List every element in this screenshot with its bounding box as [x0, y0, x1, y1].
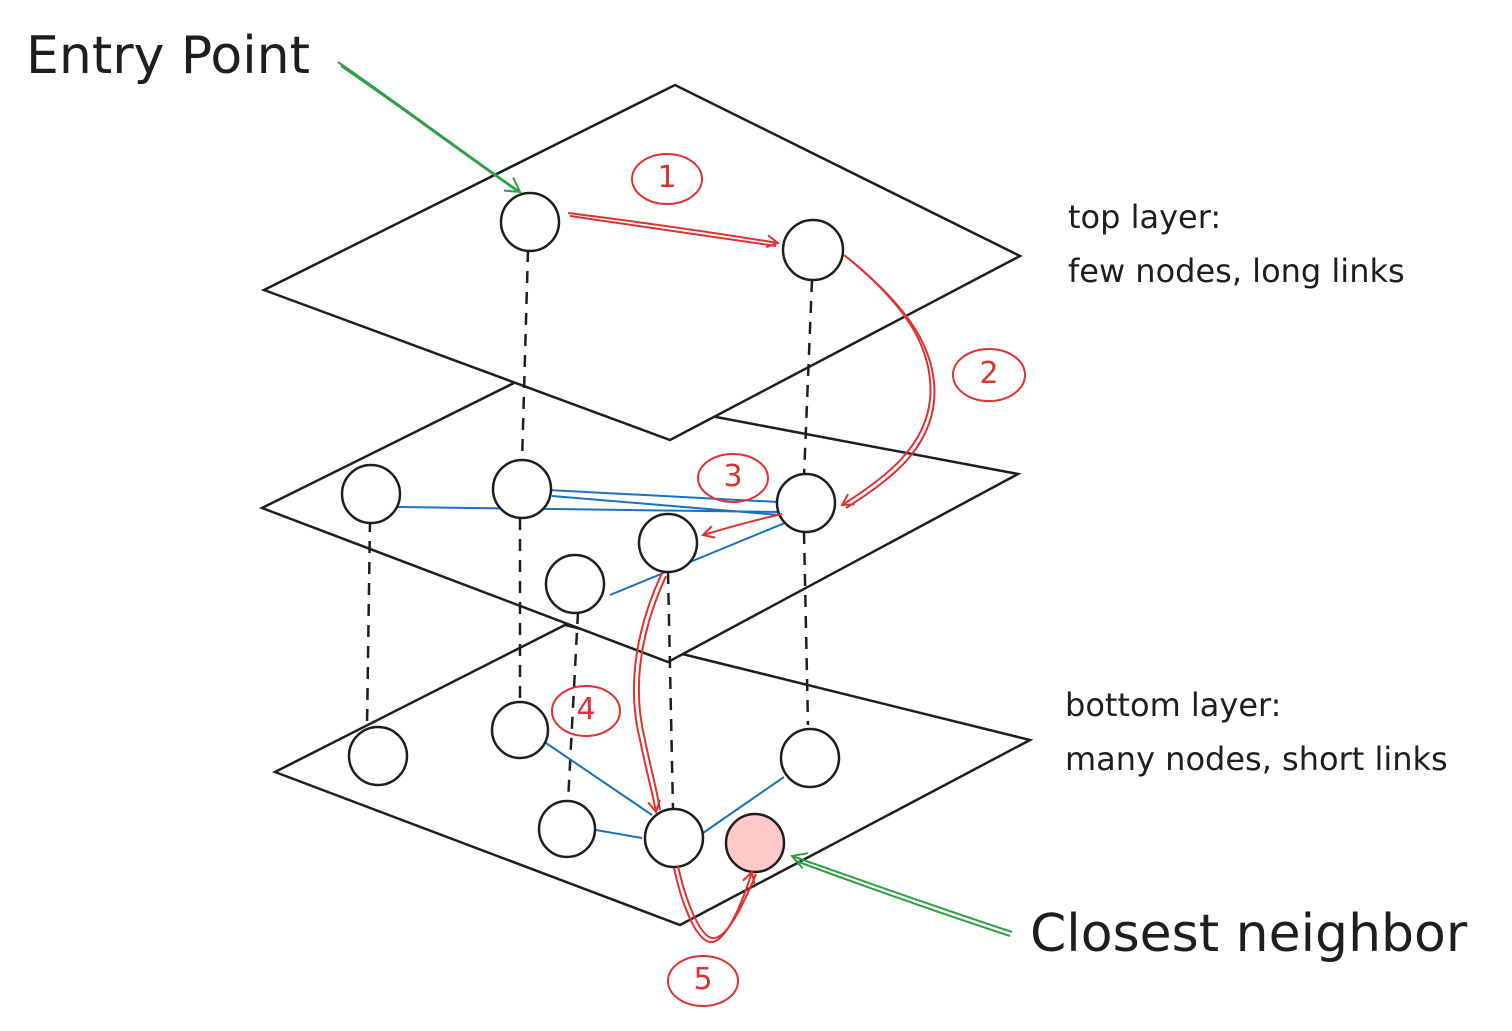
- bottom-link-1: [545, 742, 653, 816]
- closest-pointer-arrow: [790, 852, 1013, 933]
- search-step-1-arrow-b: [569, 215, 777, 247]
- top-layer-description: few nodes, long links: [1068, 252, 1405, 290]
- step-4-number: 4: [576, 692, 596, 727]
- closest-pointer-arrow-b: [795, 860, 1011, 937]
- search-step-3-arrow: [703, 513, 783, 535]
- search-step-4-arrow-b: [637, 575, 667, 811]
- top-layer-title: top layer:: [1068, 198, 1222, 236]
- step-4-ring: [551, 685, 621, 737]
- connector-b-top: [802, 279, 814, 478]
- mid-link-2: [547, 489, 779, 503]
- step-2-ring: [952, 348, 1026, 402]
- search-path: [567, 212, 936, 944]
- bottom-layer-description: many nodes, short links: [1065, 740, 1448, 778]
- connector-a-top: [520, 249, 530, 463]
- node-mid-5: [544, 553, 606, 615]
- middle-layer-nodes: [340, 458, 837, 615]
- connector-c-mid: [566, 611, 580, 803]
- node-bot-4: [537, 799, 597, 859]
- search-step-5-arrow-b: [677, 865, 757, 940]
- node-mid-4: [637, 512, 699, 574]
- middle-bottom-connectors: [365, 518, 810, 811]
- connector-a-mid: [365, 519, 372, 729]
- search-step-2-arrow-b: [845, 257, 936, 509]
- top-layer-nodes: [499, 191, 845, 282]
- step-markers: [551, 153, 1026, 1007]
- closest-neighbor-label: Closest neighbor: [1030, 904, 1468, 964]
- bottom-layer-links: [545, 742, 785, 839]
- step-5-ring: [667, 955, 739, 1007]
- bottom-link-3: [702, 776, 785, 834]
- step-1-number: 1: [657, 160, 677, 195]
- middle-layer-links: [397, 489, 793, 596]
- node-mid-3: [775, 472, 837, 534]
- step-2-number: 2: [979, 356, 999, 391]
- mid-link-1: [397, 506, 784, 513]
- bottom-layer-title: bottom layer:: [1065, 686, 1282, 724]
- node-bot-2: [490, 700, 550, 760]
- node-mid-2: [491, 458, 553, 520]
- search-step-1-arrow: [567, 212, 778, 243]
- entry-point-label: Entry Point: [26, 26, 310, 86]
- node-entry: [499, 191, 561, 253]
- node-mid-1: [340, 463, 402, 525]
- node-bot-1: [347, 725, 409, 787]
- node-bot-5: [643, 807, 705, 869]
- search-step-4-arrow: [632, 572, 663, 812]
- step-1-ring: [631, 153, 703, 205]
- search-step-5-arrow: [673, 867, 752, 944]
- step-3-ring: [697, 453, 769, 503]
- node-closest-neighbor: [724, 812, 786, 874]
- pointer-arrows: [337, 61, 1013, 937]
- mid-link-3: [551, 495, 781, 516]
- connector-e-mid: [802, 531, 810, 726]
- bottom-link-2: [595, 829, 643, 839]
- middle-layer-plane: [258, 378, 1022, 664]
- top-layer-plane: [260, 83, 1023, 442]
- step-3-number: 3: [723, 459, 743, 494]
- mid-link-4: [609, 519, 793, 596]
- connector-d-mid: [666, 571, 675, 811]
- bottom-layer-nodes: [347, 700, 841, 869]
- top-middle-connectors: [520, 249, 814, 478]
- node-top-2: [781, 218, 845, 282]
- node-bot-3: [779, 727, 841, 789]
- entry-pointer-arrow-b: [340, 65, 517, 191]
- step-5-number: 5: [693, 962, 713, 997]
